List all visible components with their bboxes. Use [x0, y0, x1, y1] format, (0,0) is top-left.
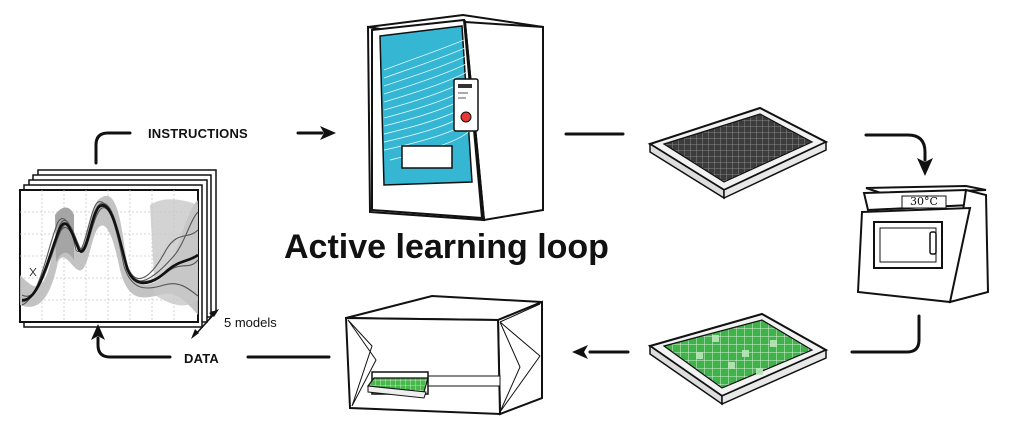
- connector-incubator-to-plate: [850, 314, 921, 354]
- empty-well-plate: [647, 106, 829, 200]
- incubator: 30°C: [856, 184, 990, 304]
- plate-reader: [344, 294, 543, 416]
- loop-connectors: [94, 131, 927, 359]
- data-label: DATA: [184, 351, 219, 366]
- connector-plate-to-incubator: [864, 133, 927, 162]
- model-plots-stack: [19, 169, 217, 328]
- arrow-head-to-robot: [320, 126, 336, 140]
- models-count-label: 5 models: [224, 315, 277, 330]
- connector-data-to-plots: [96, 336, 172, 359]
- models-double-arrow: [195, 313, 215, 335]
- instructions-label: INSTRUCTIONS: [148, 126, 248, 141]
- arrow-head-to-plots: [91, 324, 105, 340]
- arrow-head-to-reader: [572, 345, 588, 359]
- arrow-heads: [91, 126, 933, 359]
- liquid-handling-robot: [366, 13, 544, 222]
- robot-glass-door: [379, 25, 473, 186]
- diagram-title: Active learning loop: [284, 228, 609, 266]
- arrow-head-to-incubator: [917, 158, 933, 176]
- robot-control-panel: [453, 78, 479, 132]
- grown-well-plate: [647, 312, 829, 406]
- connector-to-instructions: [94, 131, 132, 165]
- incubator-temperature: 30°C: [910, 195, 938, 208]
- front-plot: [19, 189, 199, 323]
